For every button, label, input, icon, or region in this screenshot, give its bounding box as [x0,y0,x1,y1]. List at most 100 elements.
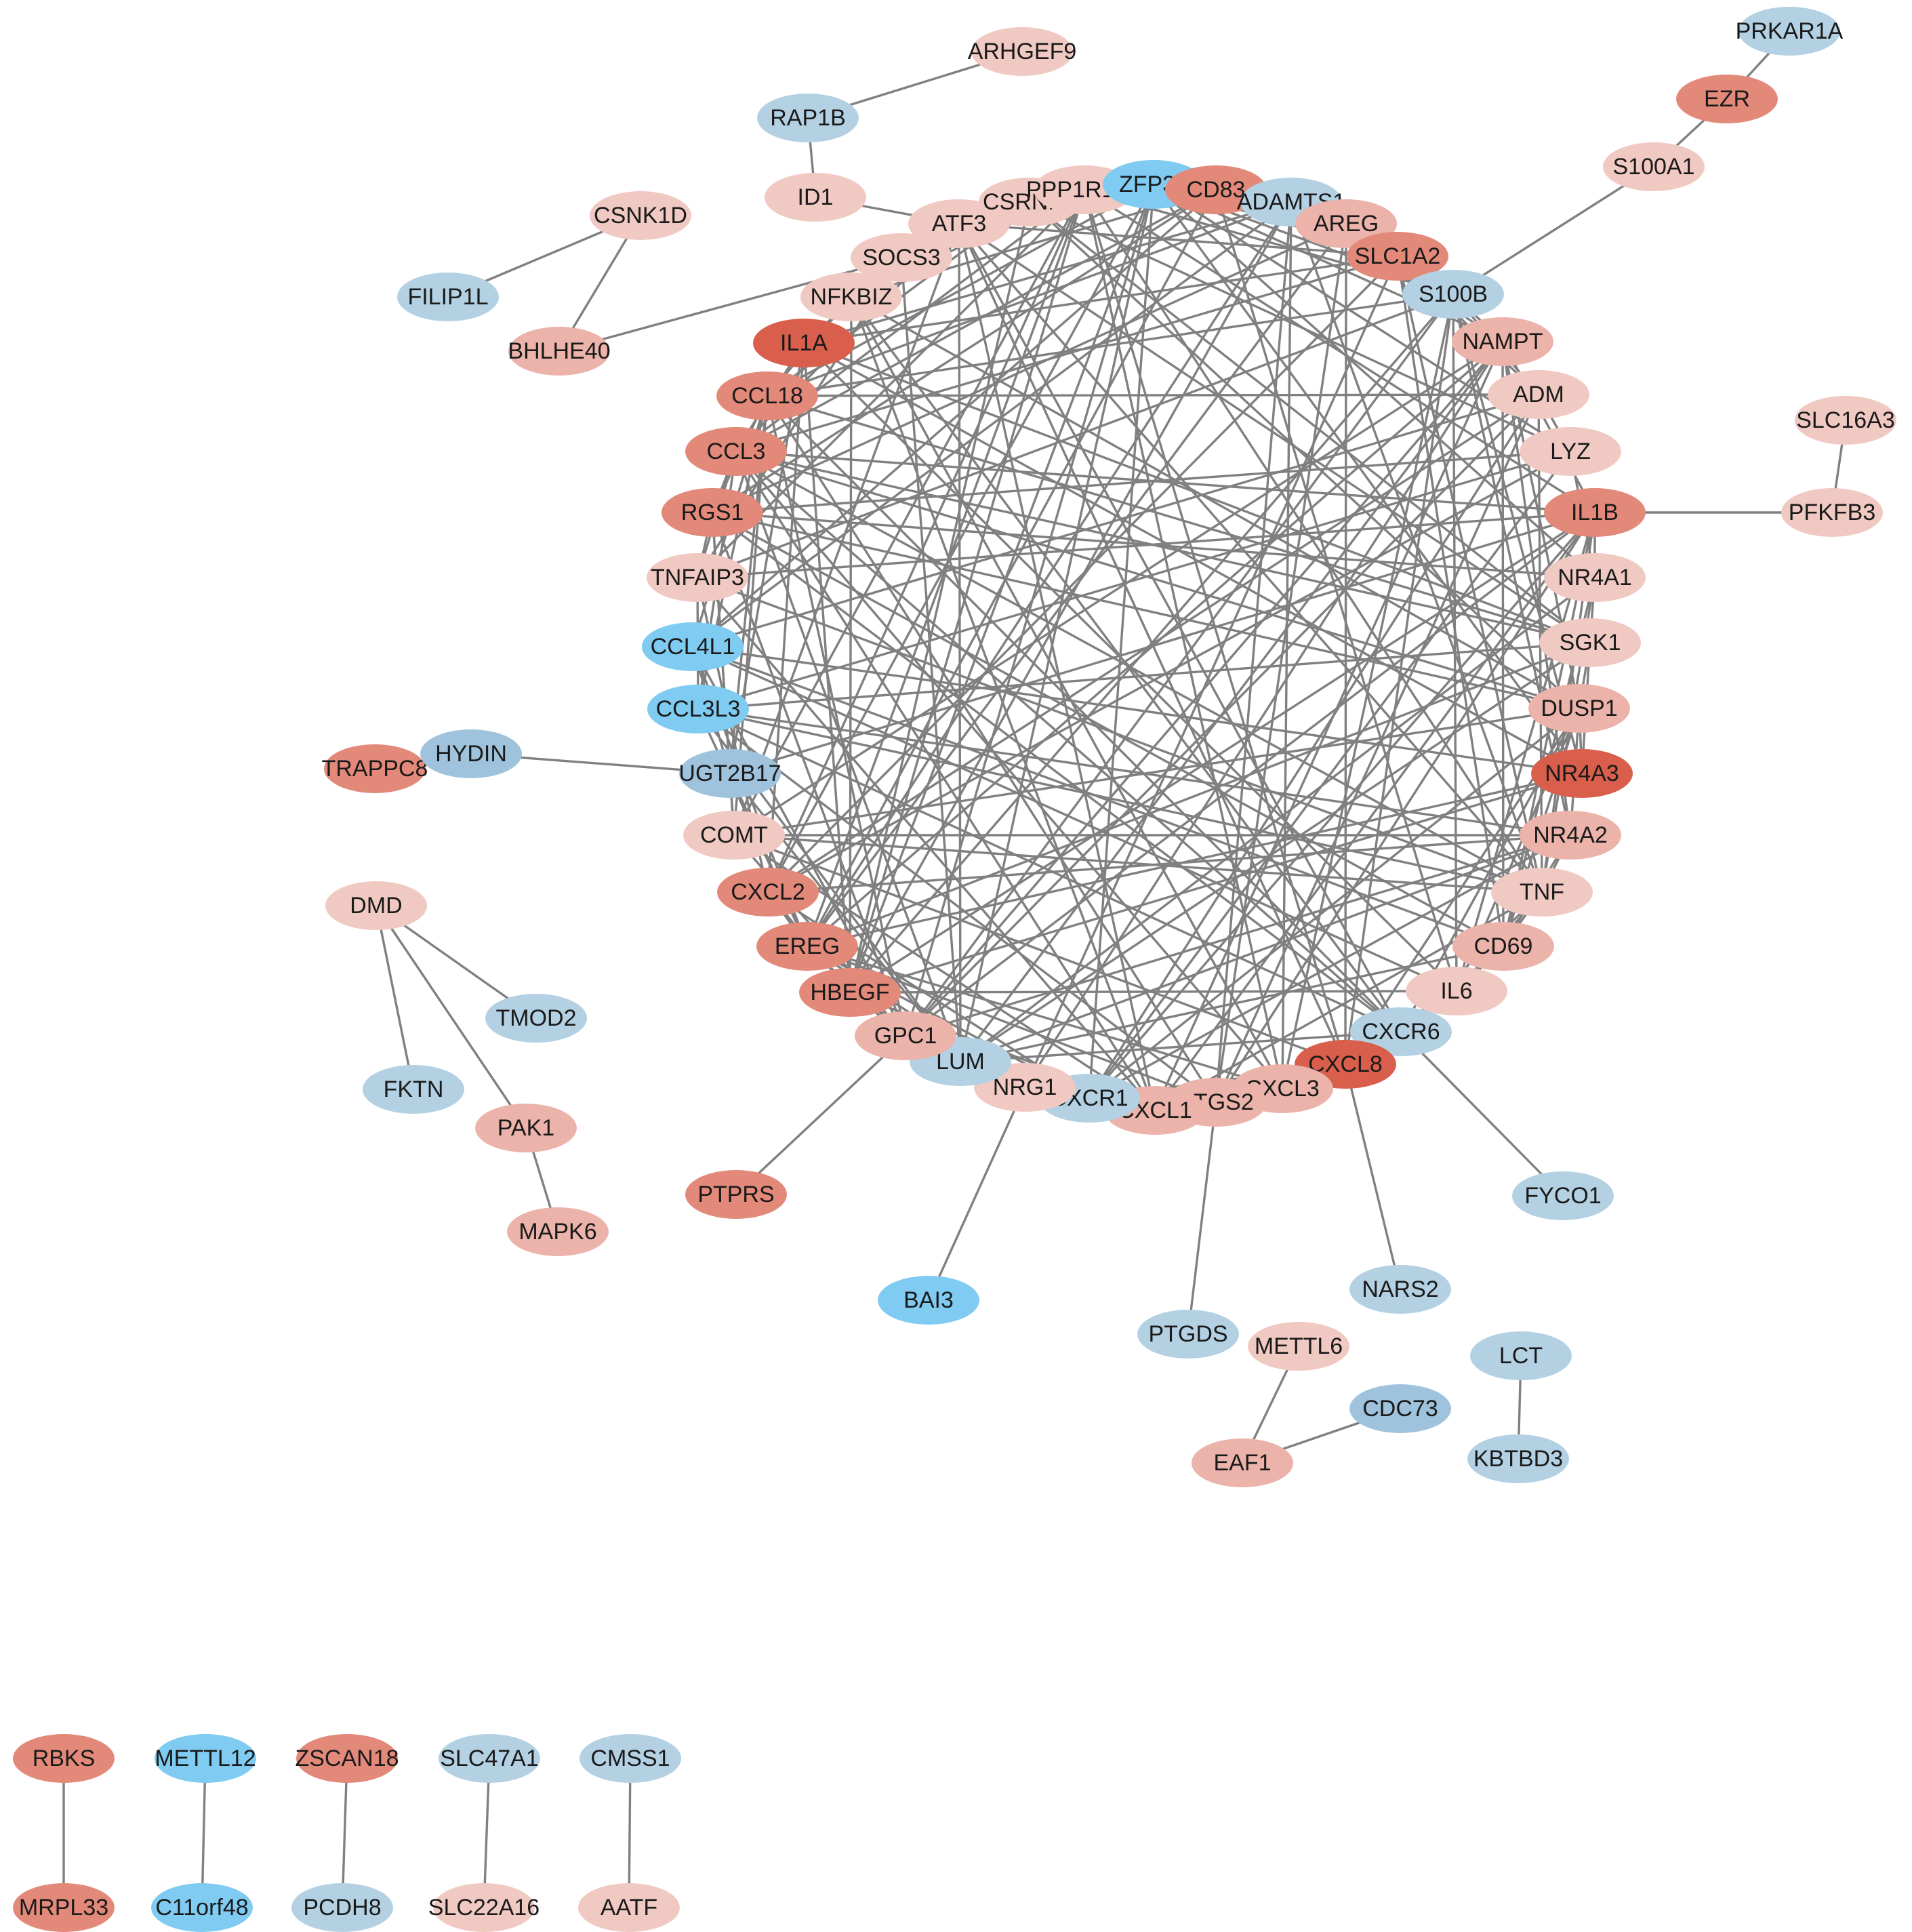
node-ellipse [685,1170,787,1219]
edge-CXCR6-NFKBIZ [850,296,1402,1033]
node-ellipse [971,27,1073,76]
node-label: C11orf48 [155,1895,248,1920]
node-ellipse [1520,811,1621,860]
node-bai3[interactable]: BAI3 [878,1276,979,1325]
node-pcdh8[interactable]: PCDH8 [291,1883,393,1932]
node-id1[interactable]: ID1 [765,173,866,222]
node-il1b[interactable]: IL1B [1544,488,1646,537]
node-nampt[interactable]: NAMPT [1452,317,1553,366]
node-socs3[interactable]: SOCS3 [851,233,952,282]
edge-NR4A2-CCL3L3 [697,708,1571,837]
node-dusp1[interactable]: DUSP1 [1528,684,1630,733]
node-adamts1[interactable]: ADAMTS1 [1237,178,1346,226]
node-ptgds[interactable]: PTGDS [1137,1310,1239,1359]
node-s100b[interactable]: S100B [1402,270,1504,319]
node-ellipse [485,994,587,1043]
node-tnf[interactable]: TNF [1491,868,1593,917]
node-fktn[interactable]: FKTN [363,1065,464,1114]
node-trappc8[interactable]: TRAPPC8 [322,744,428,793]
node-cdc73[interactable]: CDC73 [1349,1384,1451,1433]
node-bhlhe40[interactable]: BHLHE40 [508,327,611,376]
edge-PTGS2-CCL18 [766,395,1217,1103]
node-slc16a3[interactable]: SLC16A3 [1795,396,1896,445]
node-fyco1[interactable]: FYCO1 [1512,1171,1614,1220]
node-ellipse [685,427,787,476]
node-label: FILIP1L [407,284,488,310]
node-prkar1a[interactable]: PRKAR1A [1736,7,1844,56]
node-cxcl2[interactable]: CXCL2 [717,868,819,917]
node-il1a[interactable]: IL1A [753,319,855,367]
node-mrpl33[interactable]: MRPL33 [13,1883,115,1932]
node-rap1b[interactable]: RAP1B [757,94,859,142]
node-pfkfb3[interactable]: PFKFB3 [1781,488,1883,537]
edge-SLC1A2-CXCL2 [767,255,1399,893]
node-kbtbd3[interactable]: KBTBD3 [1467,1434,1569,1483]
node-ellipse [662,488,763,537]
node-ccl3l3[interactable]: CCL3L3 [647,685,749,733]
node-mettl12[interactable]: METTL12 [155,1734,256,1783]
node-lyz[interactable]: LYZ [1520,427,1621,476]
node-sgk1[interactable]: SGK1 [1539,618,1641,667]
node-comt[interactable]: COMT [683,811,785,860]
node-tnfaip3[interactable]: TNFAIP3 [647,553,748,602]
node-cmss1[interactable]: CMSS1 [579,1734,681,1783]
node-il6[interactable]: IL6 [1406,967,1507,1015]
node-ellipse [642,622,744,671]
edge-CXCL8-NARS2 [1344,1064,1402,1290]
node-slc47a1[interactable]: SLC47A1 [439,1734,540,1783]
node-rgs1[interactable]: RGS1 [662,488,763,537]
node-cxcr6[interactable]: CXCR6 [1350,1007,1452,1056]
node-adm[interactable]: ADM [1488,370,1589,419]
node-nars2[interactable]: NARS2 [1349,1265,1451,1314]
node-slc22a16[interactable]: SLC22A16 [428,1883,540,1932]
node-tmod2[interactable]: TMOD2 [485,994,587,1043]
edge-CXCL1-CCL3 [735,451,1156,1111]
node-csnk1d[interactable]: CSNK1D [590,191,691,240]
node-aatf[interactable]: AATF [578,1883,680,1932]
node-ccl3[interactable]: CCL3 [685,427,787,476]
node-ellipse [757,94,859,142]
node-rbks[interactable]: RBKS [13,1734,115,1783]
node-pak1[interactable]: PAK1 [475,1104,577,1152]
edge-AREG-EREG [806,222,1347,948]
node-nr4a1[interactable]: NR4A1 [1544,553,1646,602]
edge-NAMPT-CXCL1 [1154,341,1504,1111]
node-nr4a2[interactable]: NR4A2 [1520,811,1621,860]
node-ptprs[interactable]: PTPRS [685,1170,787,1219]
node-ccl4l1[interactable]: CCL4L1 [642,622,744,671]
edge-NR4A3-EREG [807,772,1583,948]
edge-CXCL8-COMT [733,834,1346,1066]
node-mapk6[interactable]: MAPK6 [507,1207,609,1256]
node-ellipse [1781,488,1883,537]
node-zscan18[interactable]: ZSCAN18 [295,1734,399,1783]
node-slc1a2[interactable]: SLC1A2 [1347,232,1448,281]
node-mettl6[interactable]: METTL6 [1248,1322,1349,1371]
node-arhgef9[interactable]: ARHGEF9 [968,27,1077,76]
edge-DUSP1-RGS1 [712,511,1580,710]
node-nfkbiz[interactable]: NFKBIZ [800,273,902,321]
node-ereg[interactable]: EREG [756,922,858,971]
node-ezr[interactable]: EZR [1676,75,1778,123]
node-label: NAMPT [1463,329,1543,355]
node-ugt2b17[interactable]: UGT2B17 [678,749,781,798]
node-s100a1[interactable]: S100A1 [1603,142,1705,191]
node-hydin[interactable]: HYDIN [420,729,522,778]
node-ellipse [363,1065,464,1114]
node-dmd[interactable]: DMD [325,881,427,930]
node-label: AREG [1314,211,1379,237]
edge-PTGS2-CCL3L3 [697,708,1217,1104]
node-hbegf[interactable]: HBEGF [799,968,901,1017]
node-cd69[interactable]: CD69 [1452,922,1554,971]
edge-IL6-IL1A [802,342,1458,992]
node-ellipse [578,1883,680,1932]
edge-HBEGF-NFKBIZ [849,296,853,993]
node-nr4a3[interactable]: NR4A3 [1531,749,1633,798]
node-gpc1[interactable]: GPC1 [855,1011,956,1060]
node-eaf1[interactable]: EAF1 [1192,1438,1293,1487]
node-ccl18[interactable]: CCL18 [716,371,818,420]
node-c11orf48[interactable]: C11orf48 [151,1883,253,1932]
node-filip1l[interactable]: FILIP1L [397,273,499,321]
node-lct[interactable]: LCT [1470,1331,1572,1380]
node-label: CXCR6 [1362,1019,1440,1045]
